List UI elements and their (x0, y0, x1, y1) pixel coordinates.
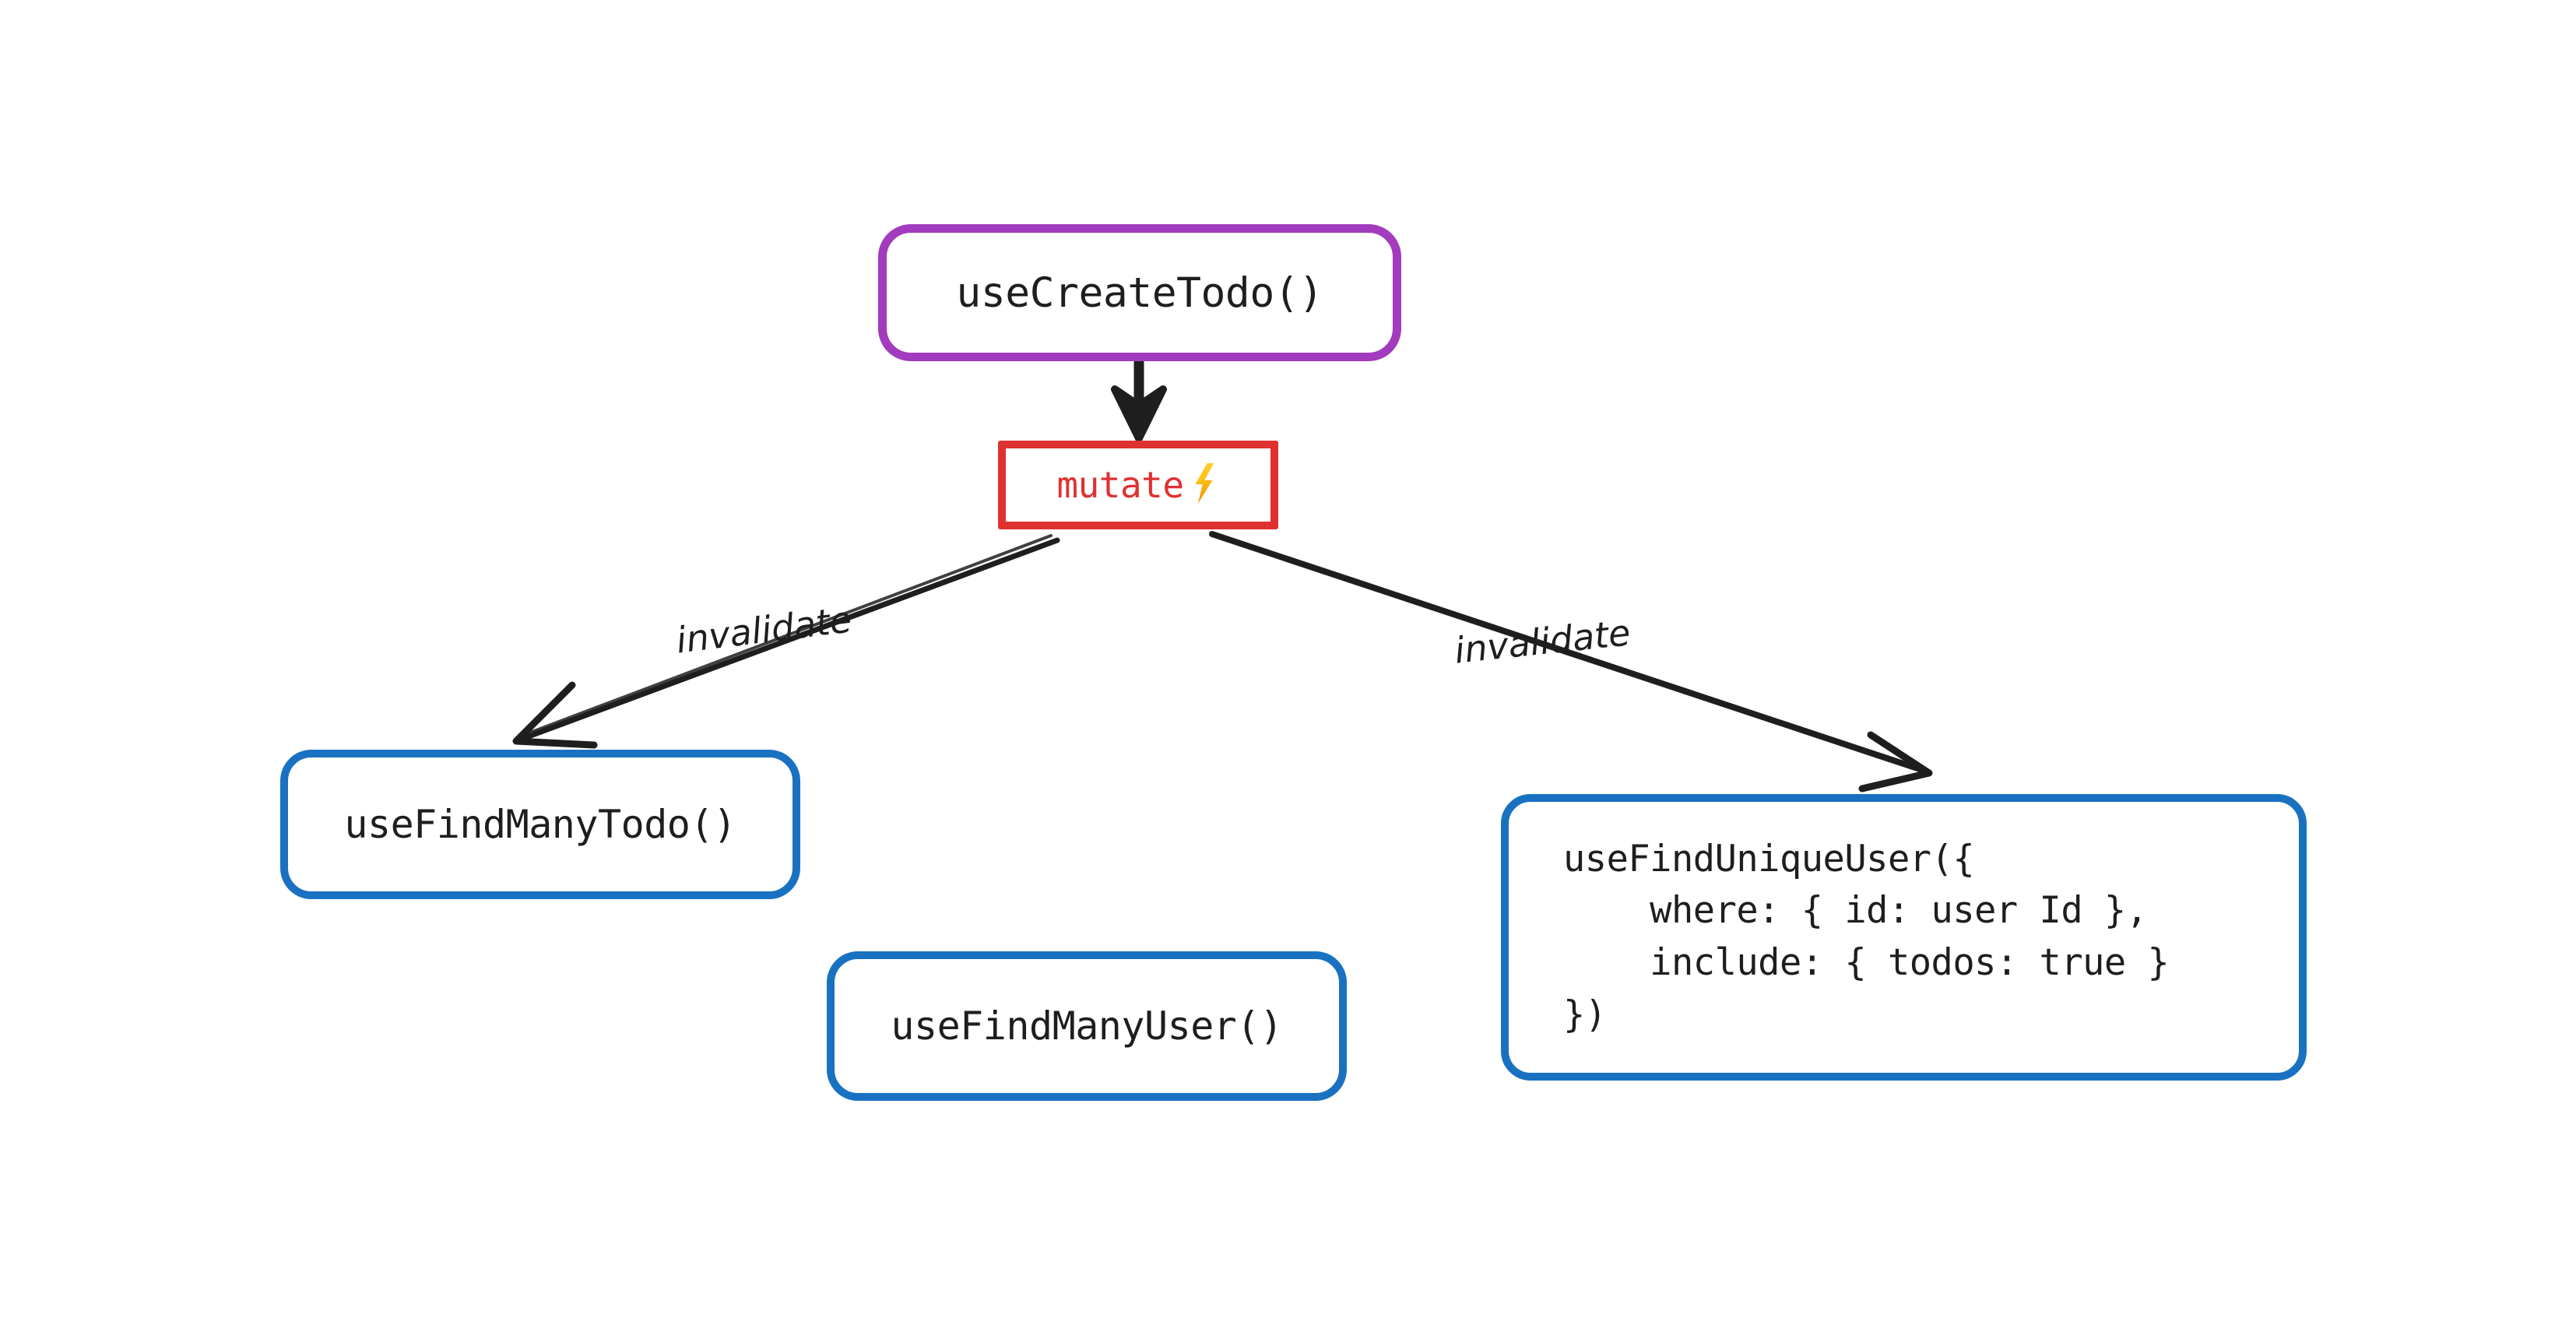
edge-mutate-to-find-many-todo (512, 534, 1060, 749)
node-label: useCreateTodo() (956, 269, 1323, 317)
edge-create-to-mutate (1111, 357, 1167, 442)
node-use-find-unique-user[interactable]: useFindUniqueUser({ where: { id: user Id… (1501, 794, 2307, 1081)
node-use-find-many-user[interactable]: useFindManyUser() (827, 951, 1347, 1101)
node-label: mutate (1056, 464, 1184, 506)
node-label: useFindUniqueUser({ where: { id: user Id… (1563, 837, 2170, 1036)
node-mutate[interactable]: mutate (998, 441, 1278, 529)
node-label: useFindManyUser() (891, 1003, 1283, 1049)
node-label: useFindManyTodo() (344, 802, 736, 847)
node-use-find-many-todo[interactable]: useFindManyTodo() (280, 750, 800, 899)
lightning-bolt-icon (1195, 463, 1214, 504)
edge-mutate-to-find-unique-user (1209, 531, 1933, 793)
node-use-create-todo[interactable]: useCreateTodo() (878, 224, 1401, 361)
